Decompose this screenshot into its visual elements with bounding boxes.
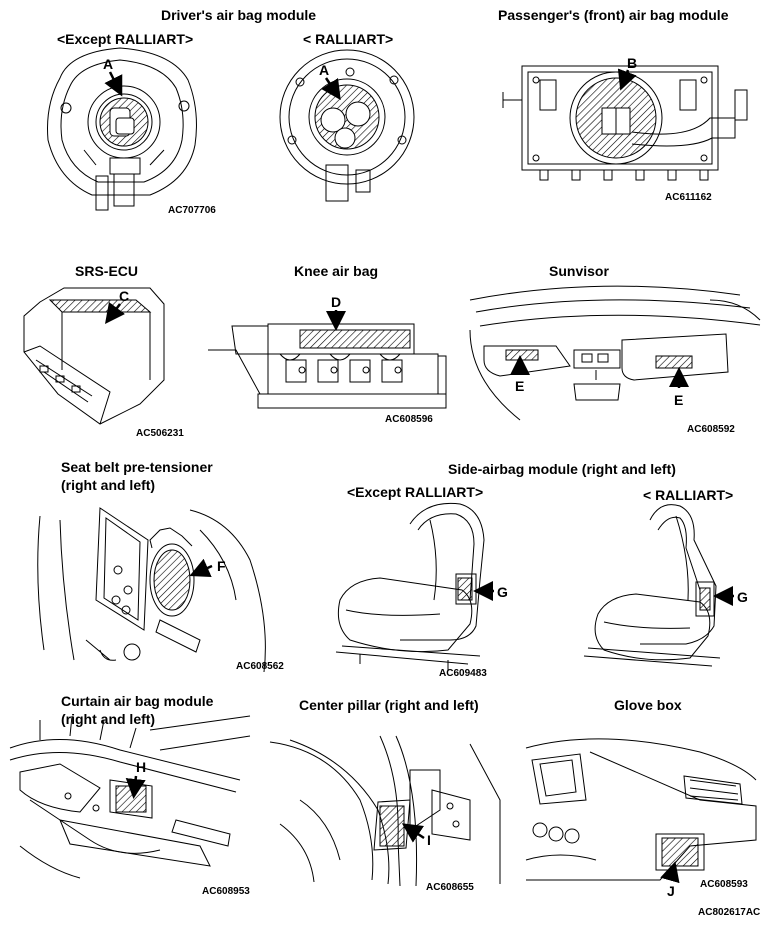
figure-code-center-pillar: AC608655 <box>426 882 474 893</box>
callout-g-left: G <box>497 584 508 600</box>
callout-h: H <box>136 759 147 775</box>
sunvisor-figure <box>470 286 760 420</box>
callout-a-left: A <box>103 56 114 72</box>
arrow-h <box>125 776 146 799</box>
arrow-b <box>617 68 637 91</box>
callout-i: I <box>427 832 431 848</box>
sunvisor-title: Sunvisor <box>549 263 609 279</box>
callout-e-right: E <box>674 392 684 408</box>
side-airbag-subtitle-except: <Except RALLIART> <box>347 484 484 500</box>
seat-belt-title-line1: Seat belt pre-tensioner <box>61 459 213 475</box>
figure-code-srs-ecu: AC506231 <box>136 428 184 439</box>
callout-j: J <box>667 883 675 899</box>
driver-airbag-title: Driver's air bag module <box>161 7 317 23</box>
callout-d: D <box>331 294 342 310</box>
figure-code-curtain: AC608953 <box>202 886 250 897</box>
srs-ecu-title: SRS-ECU <box>75 263 139 279</box>
passenger-airbag-title: Passenger's (front) air bag module <box>498 7 729 23</box>
driver-airbag-except-ralliart-figure <box>48 48 197 210</box>
knee-airbag-title: Knee air bag <box>294 263 379 279</box>
figure-code-glove-box: AC608593 <box>700 879 748 890</box>
knee-airbag-figure <box>208 324 446 408</box>
driver-airbag-subtitle-except: <Except RALLIART> <box>57 31 194 47</box>
arrow-a-left <box>104 72 123 97</box>
arrow-j <box>660 861 680 884</box>
figure-code-knee: AC608596 <box>385 414 433 425</box>
curtain-airbag-title-line2: (right and left) <box>61 711 156 727</box>
driver-airbag-ralliart-figure <box>280 50 414 201</box>
arrow-c <box>105 302 125 324</box>
srs-ecu-figure <box>24 288 164 424</box>
footer-figure-code: AC802617AC <box>698 907 761 918</box>
callout-c: C <box>119 288 130 304</box>
glove-box-figure <box>526 739 756 880</box>
figure-code-sunvisor: AC608592 <box>687 424 735 435</box>
center-pillar-figure <box>270 736 500 886</box>
figure-code-seat-belt: AC608562 <box>236 661 284 672</box>
side-airbag-title: Side-airbag module (right and left) <box>448 461 676 477</box>
side-airbag-subtitle-ralliart: < RALLIART> <box>643 487 734 503</box>
callout-g-right: G <box>737 589 748 605</box>
callout-a-right: A <box>319 62 330 78</box>
side-airbag-seat-ralliart-figure <box>584 505 720 666</box>
seat-belt-title-line2: (right and left) <box>61 477 156 493</box>
arrow-i <box>401 823 424 843</box>
figure-code-passenger: AC611162 <box>665 192 712 203</box>
callout-b: B <box>627 55 638 71</box>
callout-f: F <box>217 558 226 574</box>
seat-belt-pretensioner-figure <box>38 508 266 672</box>
arrow-f <box>189 558 212 578</box>
driver-airbag-subtitle-ralliart: < RALLIART> <box>303 31 394 47</box>
glove-box-title: Glove box <box>614 697 682 713</box>
center-pillar-title: Center pillar (right and left) <box>299 697 479 713</box>
side-airbag-seat-except-figure <box>336 503 484 670</box>
figure-code-driver: AC707706 <box>168 205 216 216</box>
callout-e-left: E <box>515 378 525 394</box>
arrow-a-right <box>321 78 341 101</box>
curtain-airbag-figure <box>10 716 250 878</box>
passenger-airbag-figure <box>503 66 747 180</box>
figure-code-side-airbag: AC609483 <box>439 668 487 679</box>
curtain-airbag-title-line1: Curtain air bag module <box>61 693 214 709</box>
